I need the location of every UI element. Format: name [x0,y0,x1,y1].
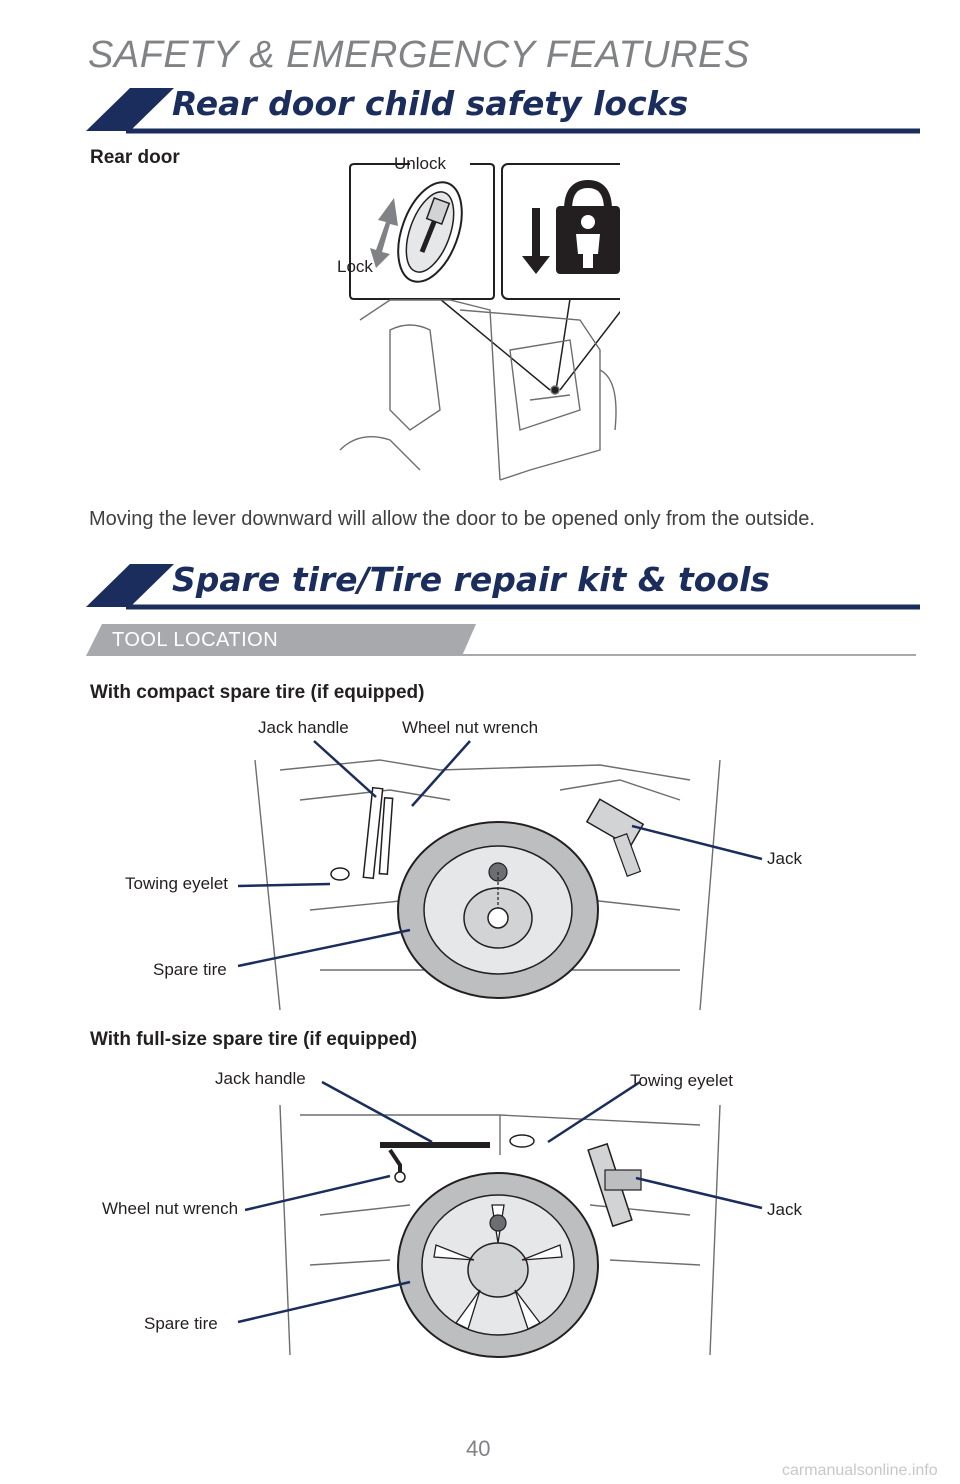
rear-door-illustration [339,158,620,481]
compact-jack-label: Jack [767,849,802,868]
section-title-child-locks: Rear door child safety locks [172,84,689,123]
tool-location-label: TOOL LOCATION [112,629,279,651]
lock-callout: Lock [337,257,373,276]
up-down-arrow-icon [370,198,398,268]
watermark: carmanualsonline.info [782,1462,938,1479]
compact-spare-tire-label: Spare tire [153,960,227,979]
page-number: 40 [466,1436,491,1461]
child-lock-description: Moving the lever downward will allow the… [89,508,815,530]
fullsize-towing-eyelet-label: Towing eyelet [630,1071,734,1090]
fullsize-spare-tire-label: Spare tire [144,1314,218,1333]
compact-spare-illustration [254,759,721,1011]
fullsize-spare-heading: With full-size spare tire (if equipped) [90,1029,418,1050]
section-banner-spare-tire [86,564,920,610]
section-banner-rear-door [86,88,920,134]
section-title-spare-tire: Spare tire/Tire repair kit & tools [172,560,771,599]
fullsize-jack-label: Jack [767,1200,802,1219]
fullsize-spare-illustration [279,1104,721,1358]
compact-towing-eyelet-label: Towing eyelet [125,874,229,893]
compact-spare-heading: With compact spare tire (if equipped) [90,682,425,703]
unlock-callout: Unlock [394,154,446,173]
tool-location-tab [86,624,916,656]
fullsize-jack-handle-label: Jack handle [215,1069,306,1088]
compact-wheel-nut-wrench-label: Wheel nut wrench [402,718,539,737]
page-header-title: SAFETY & EMERGENCY FEATURES [88,34,750,76]
fullsize-wheel-nut-wrench-label: Wheel nut wrench [102,1199,239,1218]
down-arrow-icon [522,208,550,274]
child-lock-icon [556,179,620,274]
rear-door-subhead: Rear door [90,147,180,168]
compact-jack-handle-label: Jack handle [258,718,349,737]
